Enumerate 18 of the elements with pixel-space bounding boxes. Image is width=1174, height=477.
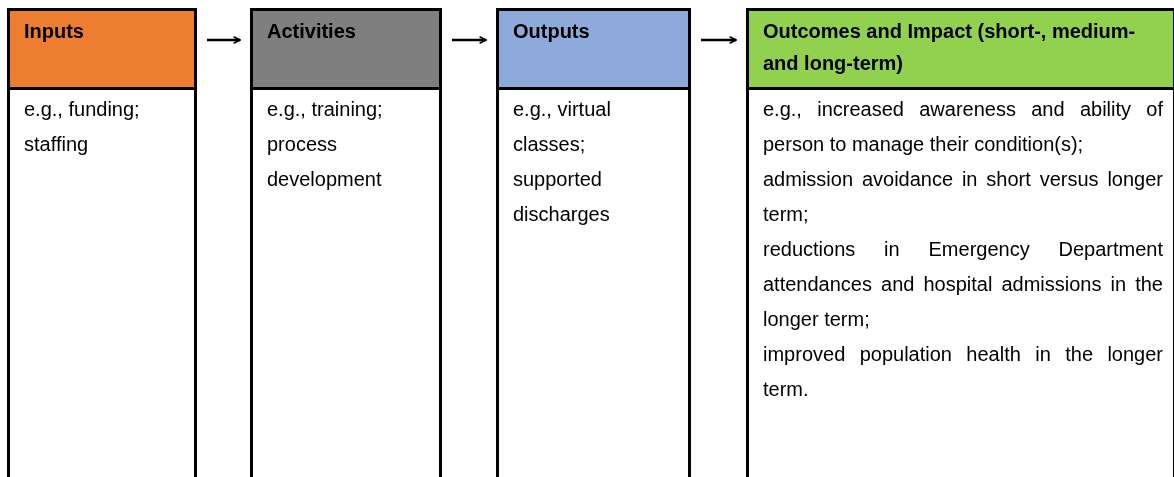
body-text: e.g., funding; staffing	[23, 97, 141, 157]
arrow	[452, 36, 487, 44]
column-header: Outcomes and Impact (short-, medium- and long-term)	[749, 11, 1173, 90]
body-text: reductions in Emergency Department attendances and hospital admissions in the longer term;	[762, 237, 1164, 332]
body-text: e.g., virtual classes; supported discharges	[512, 97, 612, 227]
column-header: Inputs	[10, 11, 194, 90]
table-column	[496, 8, 691, 477]
table-column	[250, 8, 442, 477]
arrow	[701, 36, 737, 44]
column-header: Outputs	[499, 11, 688, 90]
body-text: e.g., training; process development	[266, 97, 384, 192]
table-column	[746, 8, 1174, 477]
table-column	[7, 8, 197, 477]
arrow	[207, 36, 241, 44]
body-text: improved population health in the longer term.	[762, 342, 1164, 402]
body-text: admission avoidance in short versus longer term;	[762, 167, 1164, 227]
body-text: e.g., increased awareness and ability of person to manage their condition(s);	[762, 97, 1164, 157]
column-header: Activities	[253, 11, 439, 90]
